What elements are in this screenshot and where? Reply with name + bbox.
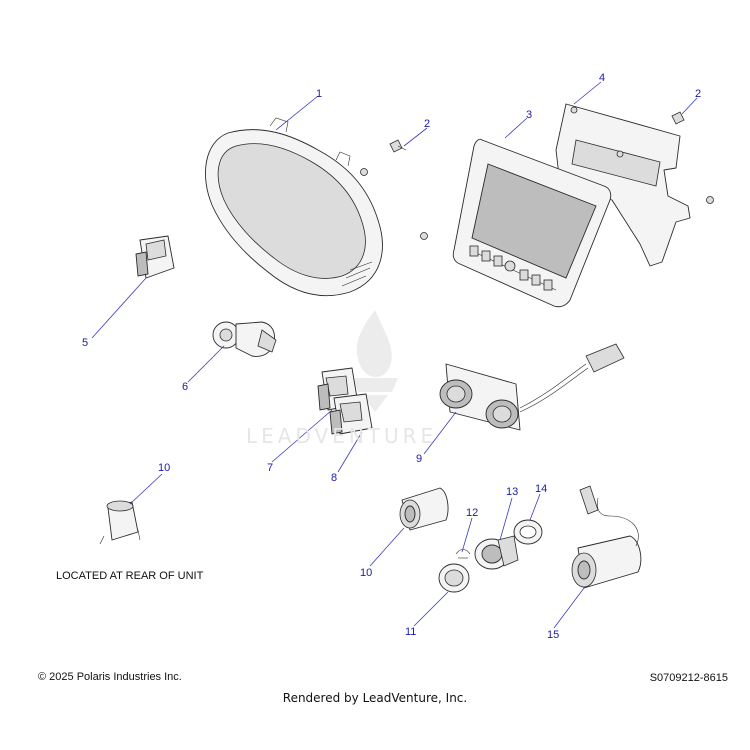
- callout-12: 12: [466, 507, 478, 519]
- part-3-display-unit[interactable]: [452, 138, 612, 308]
- callout-2: 2: [424, 118, 430, 130]
- leader-lines: [91, 81, 698, 629]
- callout-9: 9: [416, 453, 422, 465]
- callout-5: 5: [82, 337, 88, 349]
- flame-logo-icon: [352, 310, 398, 412]
- callout-10-rear: 10: [158, 462, 170, 474]
- callout-6: 6: [182, 381, 188, 393]
- part-10-power-outlet-rear[interactable]: [99, 500, 141, 545]
- drawing-id: S0709212-8615: [649, 672, 728, 684]
- part-1-instrument-cluster[interactable]: [205, 117, 383, 296]
- watermark-text: LEADVENTURE: [246, 424, 438, 448]
- part-6-ignition-switch[interactable]: [212, 321, 277, 357]
- callout-15: 15: [547, 629, 559, 641]
- callout-7: 7: [267, 462, 273, 474]
- callout-1: 1: [316, 88, 322, 100]
- display-buttons: [469, 245, 553, 291]
- part-8-rocker-switch[interactable]: [329, 393, 373, 435]
- location-note: LOCATED AT REAR OF UNIT: [56, 570, 204, 582]
- part-9-dual-usb-charger[interactable]: [439, 343, 625, 431]
- callout-11: 11: [405, 626, 416, 638]
- part-10-power-outlet[interactable]: [399, 487, 449, 531]
- part-2-screw-left[interactable]: [360, 139, 428, 240]
- callout-14: 14: [535, 483, 547, 495]
- callout-4: 4: [599, 72, 605, 84]
- callout-3: 3: [526, 109, 532, 121]
- part-14-mounting-nut[interactable]: [513, 519, 543, 545]
- callout-10: 10: [360, 567, 372, 579]
- callout-13: 13: [506, 486, 518, 498]
- part-5-rocker-switch[interactable]: [135, 235, 175, 279]
- rendered-by-text: Rendered by LeadVenture, Inc.: [282, 691, 468, 705]
- copyright-text: © 2025 Polaris Industries Inc.: [38, 671, 182, 683]
- part-13-usb-receptacle[interactable]: [474, 535, 519, 570]
- part-15-usb-charger-with-cable[interactable]: [571, 485, 642, 589]
- part-12-retaining-clip[interactable]: [455, 549, 471, 559]
- part-11-outlet-cap[interactable]: [438, 563, 470, 593]
- callout-2-right: 2: [695, 88, 701, 100]
- callout-labels: 1 2 3 4 2 5 6 7 8 9 10 10 11 12 13 14 15: [82, 72, 701, 641]
- callout-8: 8: [331, 472, 337, 484]
- part-4-mounting-bracket[interactable]: [555, 103, 691, 267]
